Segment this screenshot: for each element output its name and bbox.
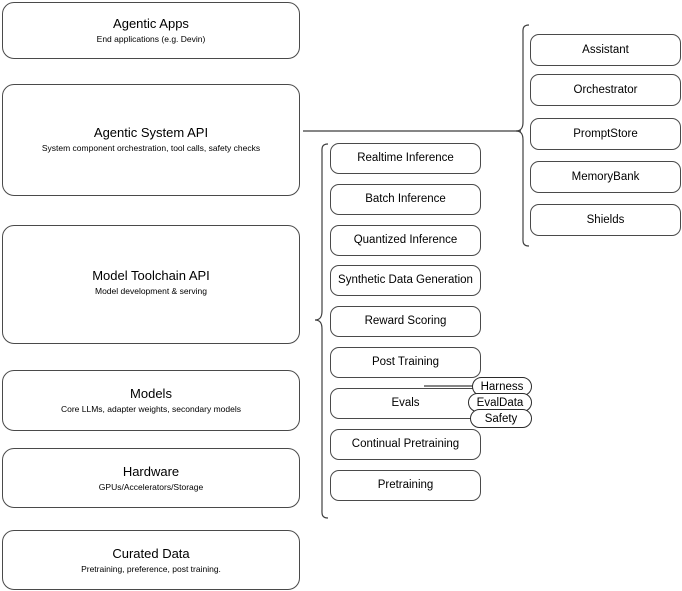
- component-assistant[interactable]: Assistant: [530, 34, 681, 66]
- layer-subtitle: End applications (e.g. Devin): [96, 34, 206, 44]
- capability-label: Synthetic Data Generation: [338, 274, 473, 286]
- layer-box-hardware[interactable]: Hardware GPUs/Accelerators/Storage: [2, 448, 300, 508]
- component-orchestrator[interactable]: Orchestrator: [530, 74, 681, 106]
- component-shields[interactable]: Shields: [530, 204, 681, 236]
- capability-quantized-inference[interactable]: Quantized Inference: [330, 225, 481, 256]
- layer-subtitle: Pretraining, preference, post training.: [81, 563, 221, 574]
- component-label: Shields: [586, 213, 625, 226]
- capability-post-training[interactable]: Post Training: [330, 347, 481, 378]
- capability-label: Realtime Inference: [357, 152, 454, 164]
- layer-box-agentic-apps[interactable]: Agentic Apps End applications (e.g. Devi…: [2, 2, 300, 59]
- evals-badge-label: EvalData: [476, 396, 524, 409]
- layer-title: Models: [130, 386, 172, 401]
- right-column-bracket: [515, 24, 530, 247]
- layer-title: Agentic System API: [93, 125, 209, 140]
- capability-label: Continual Pretraining: [351, 438, 460, 450]
- layer-title: Model Toolchain API: [92, 268, 210, 283]
- capability-continual-pretraining[interactable]: Continual Pretraining: [330, 429, 481, 460]
- component-label: Orchestrator: [573, 83, 638, 96]
- capability-label: Evals: [391, 397, 420, 409]
- evals-badge-label: Safety: [484, 412, 518, 425]
- layer-subtitle: System component orchestration, tool cal…: [41, 143, 261, 153]
- layer-subtitle: Core LLMs, adapter weights, secondary mo…: [60, 404, 241, 414]
- layer-text-group: Model Toolchain API Model development & …: [3, 268, 299, 297]
- capability-label: Post Training: [371, 356, 440, 368]
- layer-title: Agentic Apps: [113, 16, 189, 31]
- layer-box-models[interactable]: Models Core LLMs, adapter weights, secon…: [2, 370, 300, 431]
- component-promptstore[interactable]: PromptStore: [530, 118, 681, 150]
- evals-badge-safety[interactable]: Safety: [470, 409, 532, 428]
- capability-evals[interactable]: Evals: [330, 388, 481, 419]
- component-label: Assistant: [582, 43, 629, 56]
- capability-label: Batch Inference: [365, 193, 446, 205]
- middle-column-bracket: [314, 143, 329, 519]
- capability-batch-inference[interactable]: Batch Inference: [330, 184, 481, 215]
- capability-label: Quantized Inference: [353, 234, 458, 246]
- evals-badge-harness[interactable]: Harness: [472, 377, 532, 396]
- component-memorybank[interactable]: MemoryBank: [530, 161, 681, 193]
- layer-box-model-toolchain-api[interactable]: Model Toolchain API Model development & …: [2, 225, 300, 344]
- evals-badge-evaldata[interactable]: EvalData: [468, 393, 532, 412]
- capability-realtime-inference[interactable]: Realtime Inference: [330, 143, 481, 174]
- evals-badge-label: Harness: [480, 380, 524, 393]
- component-label: MemoryBank: [571, 170, 640, 183]
- layer-title: Hardware: [122, 463, 180, 479]
- capability-pretraining[interactable]: Pretraining: [330, 470, 481, 501]
- layer-box-curated-data[interactable]: Curated Data Pretraining, preference, po…: [2, 530, 300, 590]
- capability-reward-scoring[interactable]: Reward Scoring: [330, 306, 481, 337]
- layer-subtitle: Model development & serving: [95, 286, 207, 296]
- layer-text-group: Agentic System API System component orch…: [3, 125, 299, 154]
- layer-subtitle: GPUs/Accelerators/Storage: [98, 481, 204, 492]
- capability-synthetic-data-generation[interactable]: Synthetic Data Generation: [330, 265, 481, 296]
- capability-label: Reward Scoring: [364, 315, 447, 327]
- component-label: PromptStore: [573, 127, 638, 140]
- capability-label: Pretraining: [377, 479, 434, 491]
- layer-title: Curated Data: [112, 545, 190, 561]
- layer-box-agentic-system-api[interactable]: Agentic System API System component orch…: [2, 84, 300, 196]
